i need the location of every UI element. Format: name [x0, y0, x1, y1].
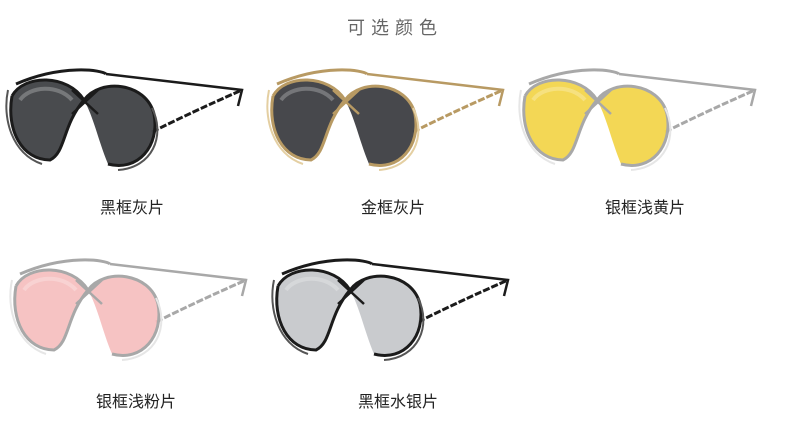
bridge: [71, 89, 99, 115]
left-lens: [276, 269, 350, 350]
lens-highlight: [284, 276, 340, 292]
product-label: 黑框水银片: [357, 392, 438, 411]
product-label: 银框浅黄片: [604, 198, 685, 217]
right-lens: [350, 276, 421, 356]
frame-top: [276, 268, 423, 357]
left-temple: [15, 68, 108, 86]
frame-outer-wire: [378, 107, 420, 171]
temple-tip: [366, 72, 505, 107]
frame-left-rim: [275, 285, 352, 352]
bridge: [332, 89, 360, 115]
right-lens: [84, 86, 155, 166]
page-title: 可选颜色: [347, 18, 443, 39]
right-temple: [417, 278, 509, 324]
lens-highlight: [279, 86, 335, 102]
right-lens: [345, 86, 416, 166]
frame-left-rim: [522, 95, 599, 162]
product-card[interactable]: 黑框灰片: [2, 60, 262, 250]
frame-outer-wire: [271, 279, 309, 355]
left-temple: [276, 68, 369, 86]
lens-highlight: [22, 276, 78, 292]
sunglasses-image: [271, 258, 510, 361]
temple-tip: [105, 72, 244, 107]
frame-top: [10, 78, 157, 167]
lens-highlight: [18, 86, 74, 102]
frame-left-rim: [9, 95, 86, 162]
frame-outer-wire: [630, 107, 672, 171]
right-temple: [151, 88, 243, 134]
frame-left-rim: [270, 95, 347, 162]
product-card[interactable]: 银框浅黄片: [515, 60, 775, 250]
right-temple: [664, 88, 756, 134]
frame-outer-wire: [383, 297, 425, 361]
left-temple: [19, 258, 112, 276]
product-card[interactable]: 银框浅粉片: [6, 250, 266, 440]
sunglasses-image: [518, 68, 757, 171]
left-temple: [528, 68, 621, 86]
left-lens: [10, 79, 85, 160]
right-temple: [155, 278, 247, 324]
temple-tip: [618, 72, 757, 107]
lens-highlight: [531, 86, 587, 102]
right-temple: [412, 88, 504, 134]
product-label: 金框灰片: [360, 198, 425, 217]
frame-outer-wire: [518, 89, 556, 165]
right-lens: [597, 86, 668, 166]
left-lens: [14, 269, 89, 350]
frame-top: [523, 78, 670, 167]
frame-outer-wire: [117, 107, 159, 171]
temple-tip: [109, 262, 248, 297]
right-lens: [88, 276, 159, 356]
product-card[interactable]: 黑框水银片: [268, 250, 528, 440]
frame-outer-wire: [266, 89, 304, 165]
sunglasses-image: [9, 258, 248, 361]
temple-tip: [371, 262, 510, 297]
frame-left-rim: [13, 285, 90, 352]
left-temple: [281, 258, 374, 276]
sunglasses-image: [266, 68, 505, 171]
left-lens: [271, 79, 345, 160]
left-lens: [523, 79, 597, 160]
product-card[interactable]: 金框灰片: [263, 60, 523, 250]
frame-top: [14, 268, 161, 357]
sunglasses-image: [5, 68, 244, 171]
bridge: [337, 279, 365, 305]
product-label: 黑框灰片: [99, 198, 164, 217]
bridge: [584, 89, 612, 115]
bridge: [75, 279, 103, 305]
product-label: 银框浅粉片: [95, 392, 176, 411]
frame-outer-wire: [121, 297, 163, 361]
frame-outer-wire: [9, 279, 47, 355]
frame-outer-wire: [5, 89, 43, 165]
frame-top: [271, 78, 418, 167]
